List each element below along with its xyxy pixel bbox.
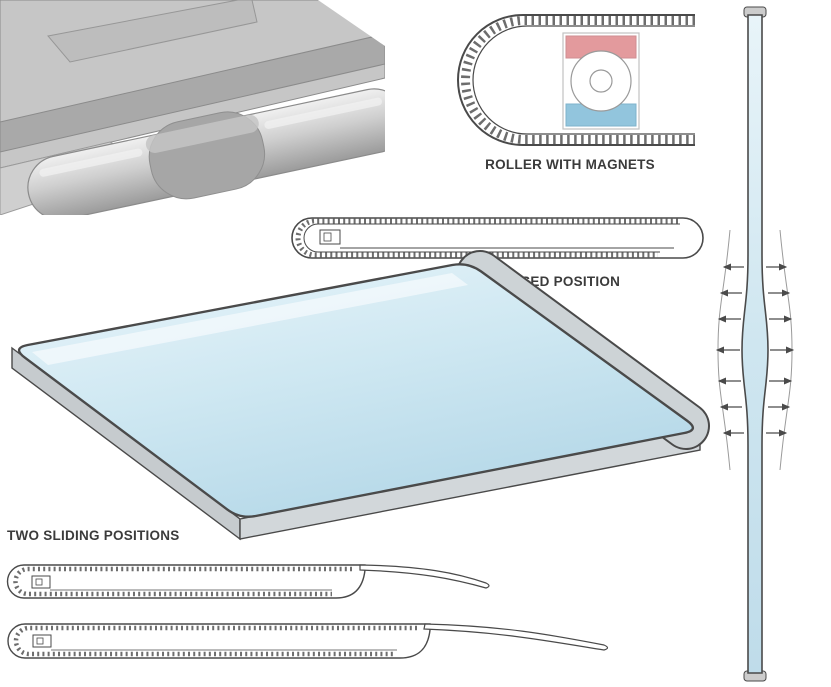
crop-wedge	[318, 0, 385, 46]
roller-circle	[570, 50, 632, 112]
teeth-track	[13, 566, 352, 597]
casing-outline	[7, 623, 431, 659]
roller-with-magnets-figure	[445, 5, 695, 155]
closed-teeth-track	[295, 218, 678, 258]
latch-detail	[35, 578, 43, 586]
two-sliding-positions-label: TWO SLIDING POSITIONS	[7, 528, 180, 543]
closed-position-svg	[291, 217, 704, 259]
force-arrows-right	[766, 263, 795, 437]
roller-axle-circle	[589, 69, 613, 93]
screen-glare	[32, 273, 468, 365]
latch-detail	[36, 637, 44, 645]
closed-latch	[319, 229, 341, 245]
side-cross-section-figure	[700, 5, 815, 683]
sliding-position-2-figure	[2, 618, 616, 670]
roller-with-magnets-label: ROLLER WITH MAGNETS	[485, 157, 655, 172]
device-profile	[741, 14, 769, 674]
slidable-phone-3d	[0, 248, 710, 548]
closed-inner-line	[303, 223, 680, 253]
hinge-roller-cylinder	[27, 88, 385, 215]
side-cross-section-svg	[715, 6, 795, 682]
latch	[32, 634, 52, 648]
slidable-phone-svg	[11, 250, 710, 541]
teeth-track	[13, 625, 417, 657]
latch	[31, 575, 51, 589]
extended-display-sheet	[423, 623, 609, 651]
sliding-position-2-svg	[7, 623, 609, 659]
closed-latch-detail	[323, 232, 332, 242]
roller-with-magnets-svg	[457, 14, 695, 146]
hinge-roller-render	[0, 0, 385, 215]
closed-position-figure	[288, 210, 708, 266]
magnet-frame	[562, 32, 640, 130]
force-arrows-left	[715, 263, 744, 437]
sliding-position-1-figure	[2, 560, 494, 606]
hinge-roller-render-svg	[0, 0, 385, 215]
sliding-position-1-svg	[6, 564, 490, 599]
extended-display-sheet	[359, 564, 490, 589]
